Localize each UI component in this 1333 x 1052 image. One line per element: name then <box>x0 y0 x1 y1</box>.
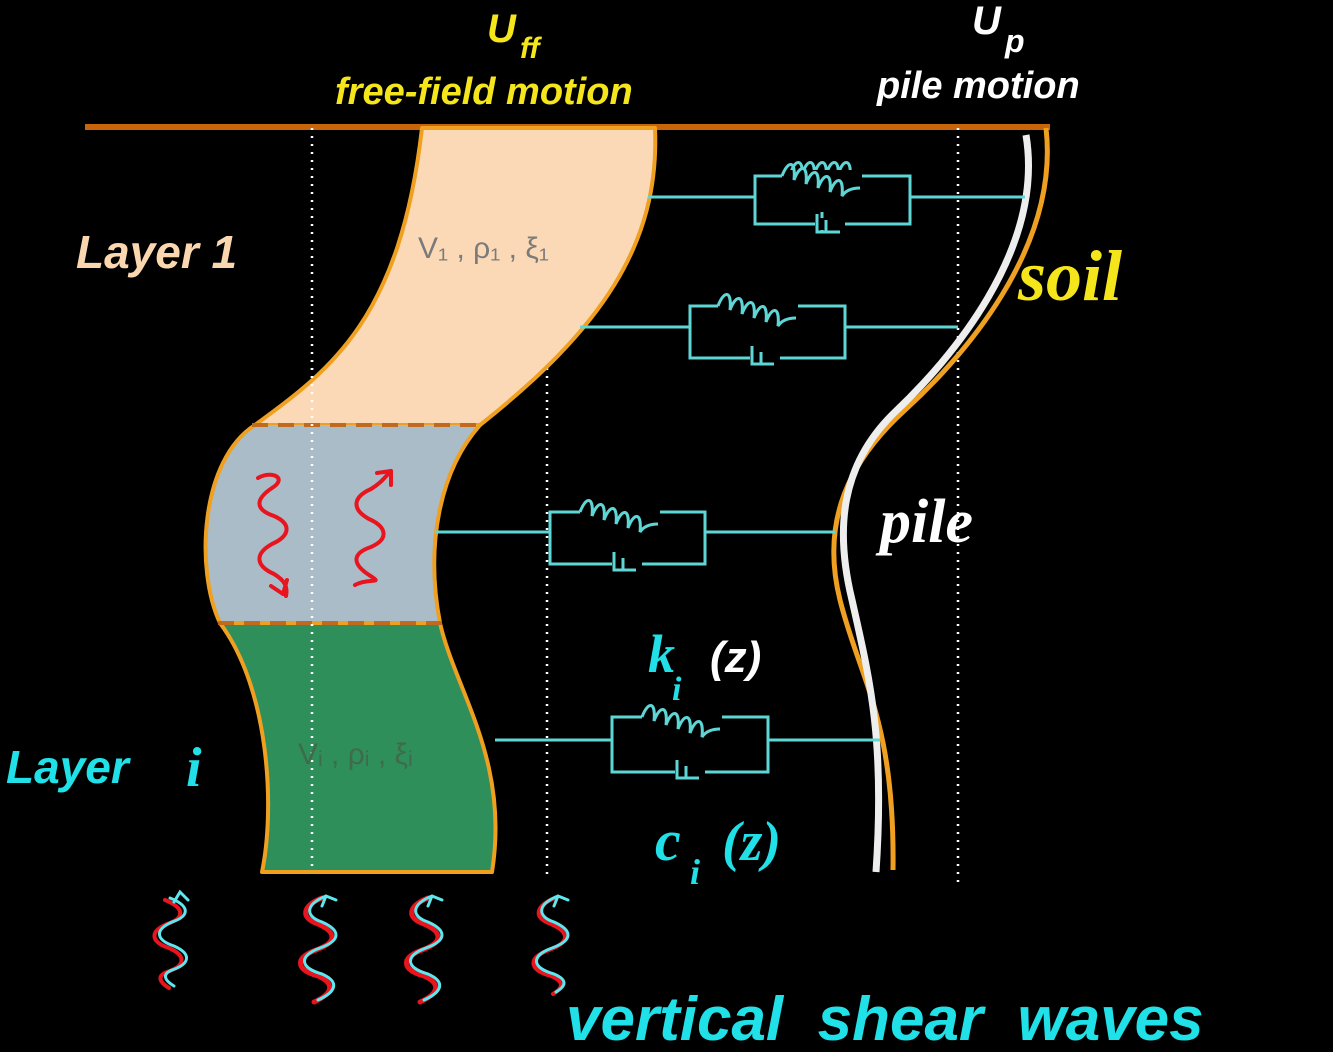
damping-argument: (z) <box>722 811 781 873</box>
stiffness-symbol: k <box>648 624 675 684</box>
damping-symbol: c <box>655 808 681 873</box>
soil-label: soil <box>1017 236 1122 316</box>
spring-dashpot-3 <box>435 499 835 572</box>
layer-i-label: Layer <box>6 741 131 793</box>
middle-layer-outline <box>203 423 482 624</box>
stiffness-subscript: i <box>672 671 682 708</box>
incoming-wave-4 <box>531 894 570 996</box>
uff-caption: free-field motion <box>335 71 633 113</box>
up-subscript: p <box>1004 23 1025 59</box>
stiffness-argument: (z) <box>710 633 761 682</box>
layer-i-properties: Vᵢ , ρᵢ , ξᵢ <box>298 738 413 771</box>
up-symbol: U <box>972 0 1002 43</box>
internal-shear-waves <box>256 469 393 598</box>
incoming-wave-1 <box>152 889 190 990</box>
spring-dashpot-4 <box>495 704 880 780</box>
layer-i-index: i <box>186 737 202 799</box>
pile-shape <box>839 134 1032 873</box>
uff-subscript: ff <box>520 32 542 65</box>
layer-boundaries <box>218 423 482 625</box>
layer-1-properties: V₁ , ρ₁ , ξ₁ <box>418 232 549 265</box>
incoming-shear-waves <box>152 889 570 1005</box>
pile-label: pile <box>875 488 973 556</box>
damping-subscript: i <box>690 852 700 892</box>
layer-1-soil-column <box>253 126 658 427</box>
spring-dashpot-1 <box>648 161 1025 234</box>
incoming-wave-3 <box>404 894 444 1005</box>
uff-symbol: U <box>487 7 517 51</box>
vertical-shear-waves-label: vertical shear waves <box>566 985 1204 1052</box>
up-caption: pile motion <box>876 65 1080 107</box>
layer-1-label: Layer 1 <box>76 226 237 278</box>
spring-dashpot-2 <box>580 293 958 366</box>
layer-i-soil-column <box>218 621 498 874</box>
incoming-wave-2 <box>298 894 338 1005</box>
